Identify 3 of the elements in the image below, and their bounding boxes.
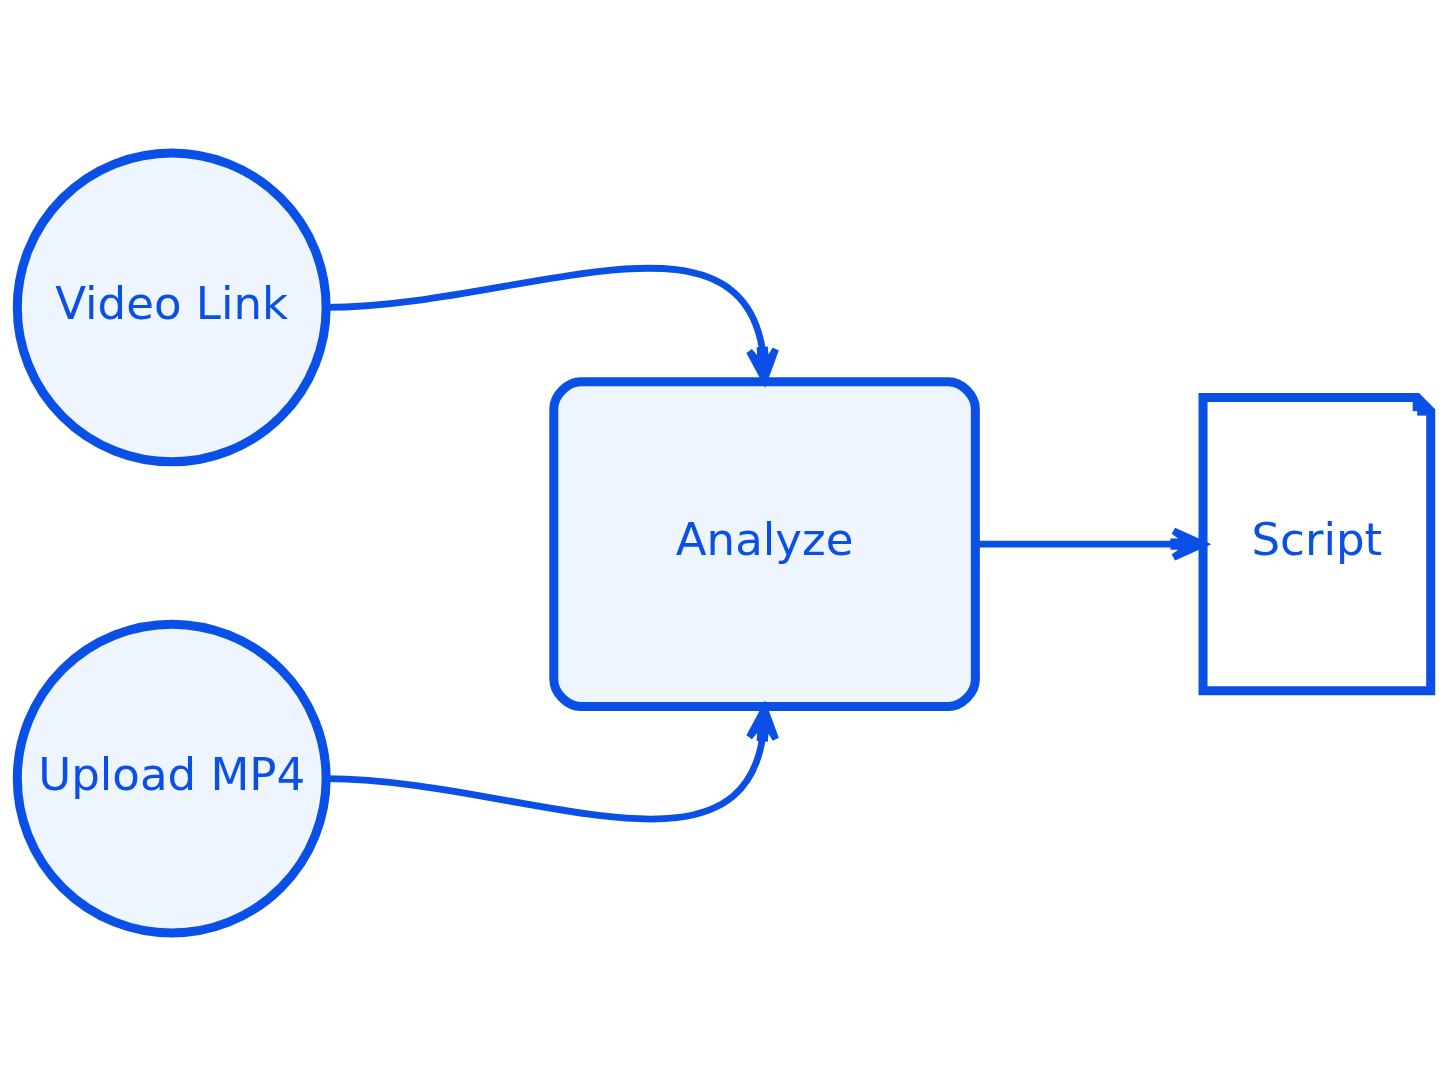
node-circle: Upload MP4: [12, 619, 331, 938]
node-box: Analyze: [549, 377, 980, 711]
node-circle: Video Link: [12, 148, 331, 467]
